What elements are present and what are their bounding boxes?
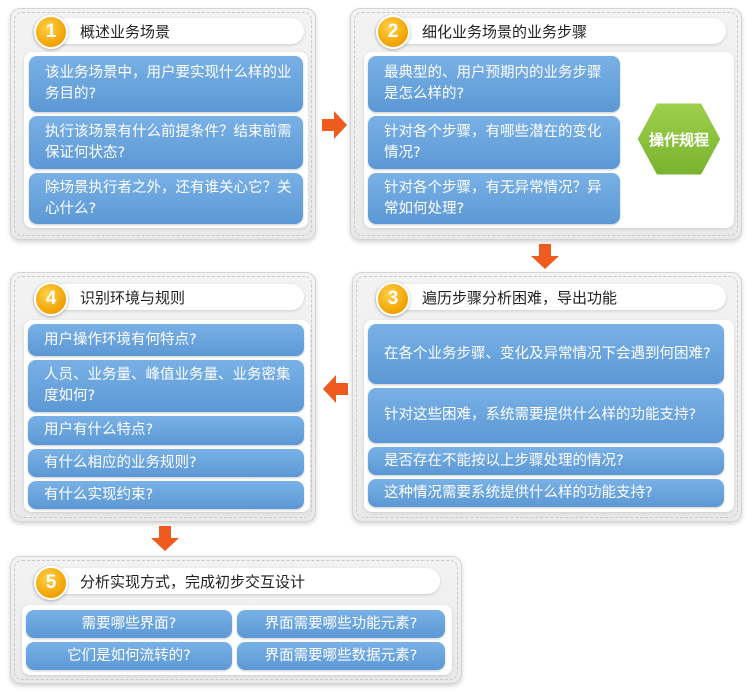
step1-title: 概述业务场景 [80,22,171,41]
step3-number-badge: 3 [376,282,410,316]
step4-header: 识别环境与规则 [34,284,304,310]
step2-item-2: 针对各个步骤，有哪些潜在的变化情况? [368,116,620,169]
step3-title: 遍历步骤分析困难，导出功能 [422,288,618,307]
step1-item-1: 该业务场景中，用户要实现什么样的业务目的? [29,56,303,112]
step5-header: 分析实现方式，完成初步交互设计 [34,568,440,594]
step3-item-2: 针对这些困难，系统需要提供什么样的功能支持? [368,388,724,443]
step4-item-1: 用户操作环境有何特点? [28,324,304,356]
step5-title: 分析实现方式，完成初步交互设计 [80,572,306,591]
step5-item-2: 界面需要哪些功能元素? [237,610,445,638]
step1-number-badge: 1 [34,15,68,49]
step5-number-badge: 5 [34,566,68,600]
step3-header: 遍历步骤分析困难，导出功能 [376,284,726,310]
step5-item-3: 它们是如何流转的? [26,642,232,670]
step1-item-3: 除场景执行者之外，还有谁关心它？关心什么? [29,173,303,224]
arrow-down-icon [531,244,559,269]
step4-item-2: 人员、业务量、峰值业务量、业务密集度如何? [28,360,304,412]
step4-item-4: 有什么相应的业务规则? [28,449,304,477]
step5-item-1: 需要哪些界面? [26,610,232,638]
step4-item-3: 用户有什么特点? [28,416,304,445]
step2-header: 细化业务场景的业务步骤 [376,18,726,44]
step4-number-badge: 4 [34,282,68,316]
step4-item-5: 有什么实现约束? [28,481,304,509]
step4-title: 识别环境与规则 [80,288,186,307]
step3-item-4: 这种情况需要系统提供什么样的功能支持? [368,479,724,507]
step1-item-2: 执行该场景有什么前提条件？结束前需保证何状态? [29,116,303,169]
arrow-right-icon [322,111,347,139]
arrow-down-icon [151,526,179,551]
step2-item-1: 最典型的、用户预期内的业务步骤是怎么样的? [368,56,620,112]
step3-item-3: 是否存在不能按以上步骤处理的情况? [368,447,724,475]
hexagon-shape [634,100,724,178]
step2-number-badge: 2 [376,15,410,49]
step2-title: 细化业务场景的业务步骤 [422,22,588,41]
arrow-left-icon [323,375,348,403]
step5-item-4: 界面需要哪些数据元素? [237,642,445,670]
step2-badge-label: 操作规程 [648,130,709,149]
step3-item-1: 在各个业务步骤、变化及异常情况下会遇到何困难? [368,324,724,384]
step1-header: 概述业务场景 [34,18,304,44]
step2-item-3: 针对各个步骤，有无异常情况？异常如何处理? [368,173,620,224]
